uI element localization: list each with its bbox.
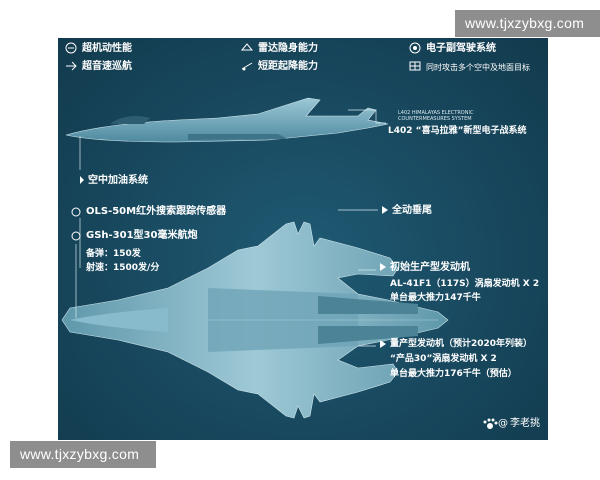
ew-label-en-2: COUNTERMEASURES SYSTEM [398,116,472,122]
engine2-title: 量产型发动机（预计2020年列装） [390,339,533,349]
leader-lines [75,109,386,347]
legend-supercruise: 超音速巡航 [82,61,132,72]
legend-multitarget: 同时攻击多个空中及地面目标 [426,63,530,72]
legend-stealth: 雷达隐身能力 [258,43,318,54]
copilot-icon [408,42,422,54]
infographic-board: 超机动性能 雷达隐身能力 电子副驾驶系统 超音速巡航 短距起降能力 同时攻击多个… [58,38,548,440]
gun-label: GSh-301型30毫米航炮 [86,230,198,241]
maneuver-icon [64,42,78,54]
legend-stol: 短距起降能力 [258,61,318,72]
watermark-bottom: www.tjxzybxg.com [10,441,156,468]
engine1-model: AL-41F1（117S）涡扇发动机 X 2 [390,279,540,289]
engine2-thrust: 单台最大推力176千牛（预估） [390,369,517,379]
engine2-marker-icon [376,338,390,350]
paw-icon [482,418,498,430]
ew-label: L402 “喜马拉雅”新型电子战系统 [388,126,527,136]
engine1-thrust: 单台最大推力147千牛 [390,293,481,303]
watermark-top: www.tjxzybxg.com [455,10,600,37]
credit-at: @ [498,418,508,429]
ols-label: OLS-50M红外搜索跟踪传感器 [86,206,227,217]
ols-marker-icon [70,206,84,218]
tail-label: 全动垂尾 [392,205,432,216]
refuel-label: 空中加油系统 [88,175,148,186]
ew-label-en-1: L402 HIMALAYAS ELECTRONIC [398,110,474,116]
refuel-marker-icon [74,174,88,186]
aircraft-drawing [61,97,449,419]
multitarget-icon [408,60,422,72]
legend-copilot: 电子副驾驶系统 [426,43,496,54]
supercruise-icon [64,60,78,72]
credit-author: 李老挑 [510,418,540,429]
tail-marker-icon [378,204,392,216]
engine2-model: “产品30”涡扇发动机 X 2 [390,354,497,364]
engine1-marker-icon [376,261,390,273]
side-view-aircraft [65,97,389,143]
top-view-aircraft [61,221,449,419]
engine1-title: 初始生产型发动机 [390,262,470,273]
gun-marker-icon [70,230,84,242]
gun-rate: 射速：1500发/分 [86,263,160,273]
stealth-icon [240,42,254,54]
stol-icon [240,60,254,72]
legend-supermaneuver: 超机动性能 [82,43,132,54]
gun-ammo: 备弹：150发 [86,249,141,259]
